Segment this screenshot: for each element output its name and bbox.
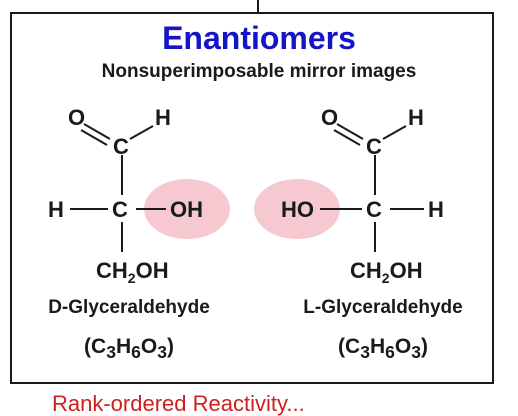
atom-o: O (68, 105, 85, 130)
ho-highlight-right (254, 179, 340, 239)
right-molecule-name: L-Glyceraldehyde (263, 296, 503, 320)
oh-highlight-left (144, 179, 230, 239)
bond-co-double-1 (336, 123, 364, 140)
bond-co-double-2 (333, 129, 361, 146)
connector-line (257, 0, 259, 13)
atom-ch2oh: CH2OH (350, 258, 423, 286)
atom-o: O (321, 105, 338, 130)
molecules-diagram: O H C H C OH CH2OH O H C HO C H CH2OH (48, 105, 444, 286)
bond-ch-aldehyde (129, 125, 154, 140)
left-molecule-name: D-Glyceraldehyde (9, 296, 249, 320)
d-glyceraldehyde-structure: O H C H C OH CH2OH (48, 105, 230, 286)
atom-c-aldehyde: C (113, 134, 129, 159)
atom-c-center: C (112, 197, 128, 222)
right-name: Glyceraldehyde (321, 297, 463, 318)
atom-c-center: C (366, 197, 382, 222)
atom-h-aldehyde: H (155, 105, 171, 130)
atom-oh: OH (170, 197, 203, 222)
atom-c-aldehyde: C (366, 134, 382, 159)
right-prefix: L- (303, 297, 322, 318)
bond-co-double-1 (83, 123, 111, 140)
bond-ch-aldehyde (382, 125, 407, 140)
atom-h: H (48, 197, 64, 222)
diagram-subtitle: Nonsuperimposable mirror images (101, 61, 417, 82)
atom-ch2oh: CH2OH (96, 258, 169, 286)
l-glyceraldehyde-structure: O H C HO C H CH2OH (254, 105, 444, 286)
left-molecule-formula: (C3H6O3) (84, 335, 174, 363)
bond-co-double-2 (80, 129, 108, 146)
footer-caption: Rank-ordered Reactivity... (52, 392, 305, 416)
diagram-frame (10, 12, 494, 384)
atom-h-aldehyde: H (408, 105, 424, 130)
atom-h: H (428, 197, 444, 222)
atom-ho: HO (281, 197, 314, 222)
diagram-title: Enantiomers (162, 20, 356, 56)
left-name: Glyceraldehyde (68, 297, 210, 318)
left-prefix: D- (48, 297, 69, 318)
right-molecule-formula: (C3H6O3) (338, 335, 428, 363)
